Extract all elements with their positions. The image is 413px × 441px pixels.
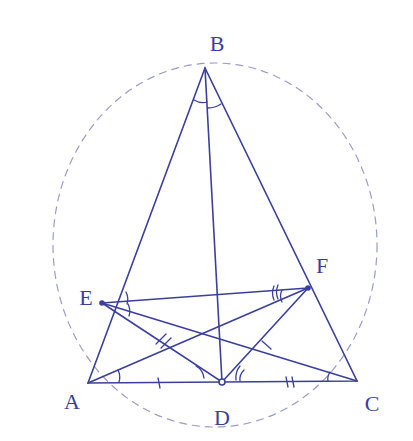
triangle-abc <box>88 68 357 383</box>
segment-ec <box>102 303 357 381</box>
point-d <box>219 379 225 385</box>
point-label: F <box>316 255 328 277</box>
point-f <box>306 286 310 290</box>
point-label: C <box>365 393 380 415</box>
dashed-circle <box>53 63 377 427</box>
point-label: D <box>214 407 230 429</box>
point-label: E <box>79 287 92 309</box>
point-e <box>100 301 104 305</box>
tick-marks <box>156 334 294 388</box>
segment-af <box>88 288 308 383</box>
point-label: B <box>210 33 225 55</box>
angle-marks <box>118 100 330 382</box>
point-label: A <box>64 391 80 413</box>
